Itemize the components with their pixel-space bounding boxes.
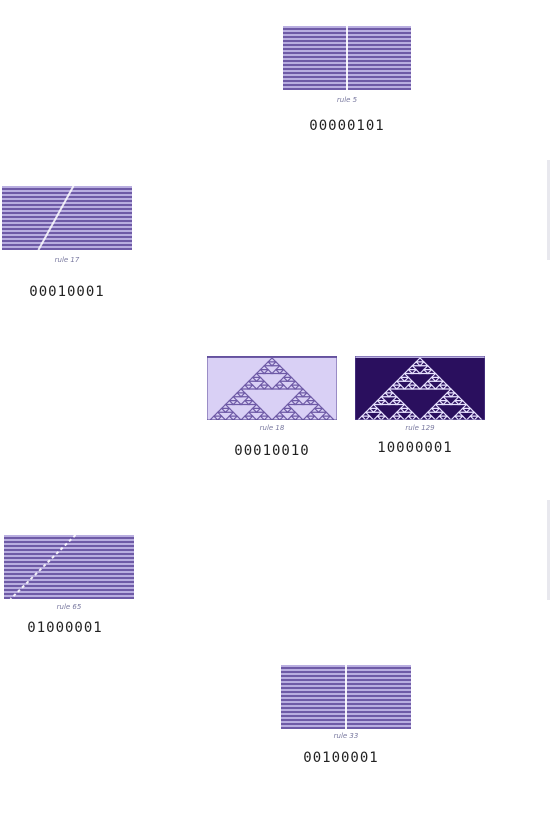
pattern-stripe [4, 589, 134, 591]
pattern-stripe [2, 236, 132, 238]
pattern-center-line [345, 665, 347, 729]
rule-17-pattern [2, 186, 132, 250]
rule-5-label: rule 5 [283, 96, 411, 104]
pattern-stripe [4, 597, 134, 599]
pattern-stripe [2, 220, 132, 222]
pattern-stripe [2, 244, 132, 246]
rule-5-binary: 00000101 [283, 118, 411, 134]
rule-17-label: rule 17 [2, 256, 132, 264]
rule-129-pattern [355, 356, 485, 420]
pattern-stripe [4, 569, 134, 571]
pattern-center-line [346, 26, 348, 90]
pattern-stripe [2, 188, 132, 190]
rule-18-pattern [207, 356, 337, 420]
pattern-stripe [4, 561, 134, 563]
pattern-stripe [4, 549, 134, 551]
automaton-rule-17 [2, 186, 132, 250]
pattern-stripe [4, 565, 134, 567]
pattern-stripe [4, 573, 134, 575]
pattern-stripe [2, 216, 132, 218]
pattern-stripe [4, 545, 134, 547]
rule-5-pattern [283, 26, 411, 90]
pattern-stripe [2, 192, 132, 194]
automaton-rule-18 [207, 356, 337, 420]
pattern-stripe [4, 553, 134, 555]
pattern-stripe [2, 228, 132, 230]
rule-33-label: rule 33 [281, 732, 411, 740]
pattern-stripe [2, 224, 132, 226]
rule-17-binary: 00010001 [2, 284, 132, 300]
rule-129-binary: 10000001 [350, 440, 480, 456]
rule-65-binary: 01000001 [0, 620, 130, 636]
pattern-stripe [2, 248, 132, 250]
automaton-rule-5 [283, 26, 411, 90]
pattern-stripe [2, 204, 132, 206]
rule-65-pattern [4, 535, 134, 599]
rule-65-label: rule 65 [4, 603, 134, 611]
pattern-stripe [2, 232, 132, 234]
rule-18-binary: 00010010 [207, 443, 337, 459]
automaton-rule-129 [355, 356, 485, 420]
rule-33-pattern [281, 665, 411, 729]
rule-33-binary: 00100001 [276, 750, 406, 766]
pattern-stripe [4, 593, 134, 595]
pattern-stripe [2, 200, 132, 202]
pattern-stripe [4, 557, 134, 559]
pattern-stripe [2, 208, 132, 210]
automaton-rule-65 [4, 535, 134, 599]
rule-18-label: rule 18 [207, 424, 337, 432]
pattern-stripe [2, 240, 132, 242]
pattern-stripe [4, 577, 134, 579]
pattern-stripe [4, 581, 134, 583]
automaton-rule-33 [281, 665, 411, 729]
pattern-stripe [2, 212, 132, 214]
pattern-stripe [4, 541, 134, 543]
rule-129-label: rule 129 [355, 424, 485, 432]
pattern-stripe [4, 537, 134, 539]
